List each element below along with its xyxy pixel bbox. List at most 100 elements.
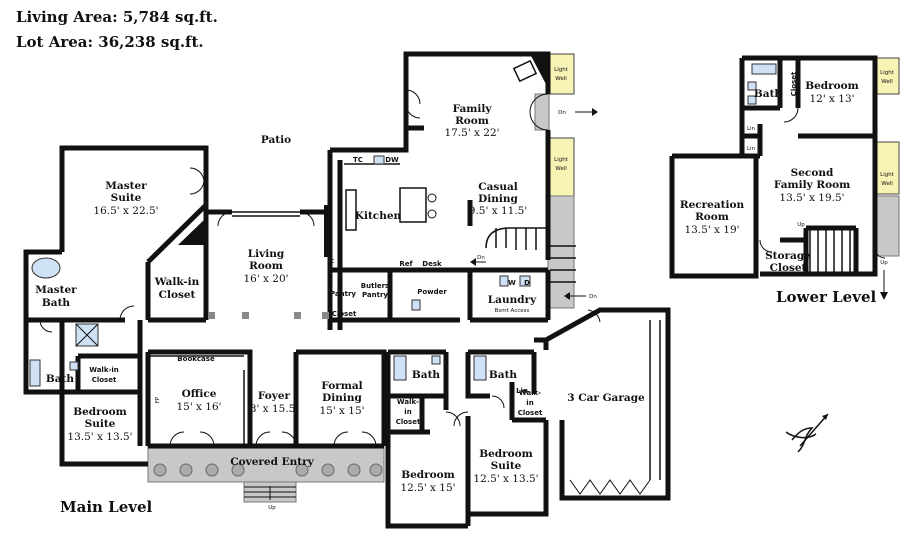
bedroom-lower-label: Bedroom	[805, 80, 859, 92]
living-room-dims: 16' x 20'	[243, 273, 288, 285]
up-label-lower: Up	[797, 222, 805, 228]
lower-details	[747, 63, 886, 272]
light-well-lower-1-label-2: Well	[881, 79, 893, 85]
light-well-2-label: Light	[554, 157, 569, 163]
storage-closet-label-2: Closet	[770, 262, 807, 274]
closet-lower-label: Closet	[790, 71, 798, 96]
patio-label: Patio	[261, 134, 291, 146]
bath-lower-label: Bath	[754, 88, 783, 100]
bath-center-label: Bath	[412, 369, 441, 381]
walk-in-closet-center-label-3: Closet	[396, 418, 421, 426]
main-level-walls	[23, 51, 671, 529]
covered-entry-label: Covered Entry	[230, 456, 314, 468]
bookcase-office-label: Bookcase	[177, 355, 215, 363]
bookcase-foyer-label: Bookcase	[248, 412, 254, 439]
family-room-label: Family	[453, 103, 493, 115]
exterior-stairs-stone	[547, 195, 575, 309]
walk-in-closet-center-label: Walk-	[397, 398, 419, 406]
casual-dining-label-2: Dining	[478, 193, 518, 205]
fp-office-label: FP	[155, 396, 161, 403]
master-suite-dims: 16.5' x 22.5'	[93, 205, 158, 217]
formal-dining-dims: 15' x 15'	[319, 405, 364, 417]
light-well-1-label-2: Well	[555, 76, 567, 82]
north-arrow-icon	[785, 413, 829, 453]
entry-columns	[153, 463, 383, 477]
living-room-label-2: Room	[249, 260, 283, 272]
bedroom-suite-right-label: Bedroom	[479, 448, 533, 460]
master-suite-label-2: Suite	[111, 192, 142, 204]
walk-in-closet-right-label-2: in	[526, 399, 533, 407]
casual-dining-label: Casual	[478, 181, 518, 193]
walk-in-closet-right-label-3: Closet	[518, 409, 543, 417]
tc-label: TC	[353, 156, 363, 164]
walk-in-closet-master-label: Walk-in	[154, 276, 200, 288]
doors	[39, 89, 601, 447]
foyer-dims: 8' x 15.5'	[250, 403, 298, 415]
casual-dining-dims: 9.5' x 11.5'	[469, 205, 527, 217]
light-well-lower-2	[874, 141, 900, 195]
recreation-room-label-2: Room	[695, 211, 729, 223]
walk-in-closet-wing-label-2: Closet	[92, 376, 117, 384]
walk-in-closet-master-label-2: Closet	[159, 289, 196, 301]
up-label-lower-exterior: Up	[880, 260, 888, 266]
dn-label-dining: Dn	[477, 255, 485, 261]
powder-label: Powder	[417, 288, 447, 296]
family-room-dims: 17.5' x 22'	[444, 127, 499, 139]
lower-level-label: Lower Level	[776, 288, 877, 306]
kitchen-label: Kitchen	[355, 210, 402, 222]
second-family-room-label-2: Family Room	[774, 179, 850, 191]
lin-right-label: Lin	[516, 387, 528, 395]
light-well-lower-2-label-2: Well	[881, 181, 893, 187]
storage-closet-label: Storage	[765, 250, 811, 262]
master-bath-label: Master	[35, 284, 77, 296]
master-suite-label: Master	[105, 180, 147, 192]
laundry-label: Laundry	[488, 294, 537, 306]
formal-dining-label-2: Dining	[322, 392, 362, 404]
stair-landing-stone	[534, 93, 550, 131]
dn-label-family: Dn	[558, 110, 566, 116]
bedroom-suite-left-label-2: Suite	[85, 418, 116, 430]
foyer-label: Foyer	[258, 390, 291, 402]
lot-area-label: Lot Area: 36,238 sq.ft.	[16, 33, 204, 51]
lower-level-walls	[669, 55, 878, 279]
second-family-room-label: Second	[791, 167, 834, 179]
room-labels: Patio Family Room 17.5' x 22' Master Sui…	[35, 67, 894, 511]
light-well-lower-2-label: Light	[880, 172, 895, 178]
light-wells	[547, 53, 900, 197]
bedroom-suite-right-label-2: Suite	[491, 460, 522, 472]
light-well-2-label-2: Well	[555, 166, 567, 172]
bedroom-suite-right-dims: 12.5' x 13.5'	[473, 473, 538, 485]
office-label: Office	[182, 388, 217, 400]
bedroom-center-label: Bedroom	[401, 469, 455, 481]
second-family-room-dims: 13.5' x 19.5'	[779, 192, 844, 204]
walk-in-closet-wing-label: Walk-in	[89, 366, 119, 374]
entry-up-label: Up	[268, 505, 276, 511]
closet-kitchen-label: Closet	[332, 310, 357, 318]
dw-label: DW	[385, 156, 399, 164]
butlers-pantry-label: Butlers	[361, 282, 389, 290]
walk-in-closet-right-label: Walk-	[519, 389, 541, 397]
light-well-lower-1-label: Light	[880, 70, 895, 76]
butlers-pantry-label-2: Pantry	[362, 291, 388, 299]
master-bath-label-2: Bath	[42, 297, 71, 309]
lin-lower-2-label: Lin	[747, 146, 756, 152]
formal-dining-label: Formal	[321, 380, 362, 392]
garage-label: 3 Car Garage	[567, 392, 645, 404]
dn-label-garage: Dn	[589, 294, 597, 300]
bedroom-suite-left-label: Bedroom	[73, 406, 127, 418]
desk-label: Desk	[422, 260, 442, 268]
family-room-label-2: Room	[455, 115, 489, 127]
recreation-room-label: Recreation	[680, 199, 745, 211]
bath-master-wing-label: Bath	[46, 373, 75, 385]
pantry-label: Pantry	[330, 290, 356, 298]
fp-living-label: FP	[330, 256, 336, 263]
bsmt-access-label: Bsmt Access	[495, 308, 530, 314]
detail-lines	[29, 54, 661, 495]
entry-steps	[244, 486, 296, 500]
bath-right-label: Bath	[489, 369, 518, 381]
stair-arrows	[470, 108, 888, 300]
recreation-room-dims: 13.5' x 19'	[684, 224, 739, 236]
dryer-label: D	[524, 279, 530, 287]
light-well-lower-1	[874, 57, 900, 95]
living-room-label: Living	[248, 248, 285, 260]
